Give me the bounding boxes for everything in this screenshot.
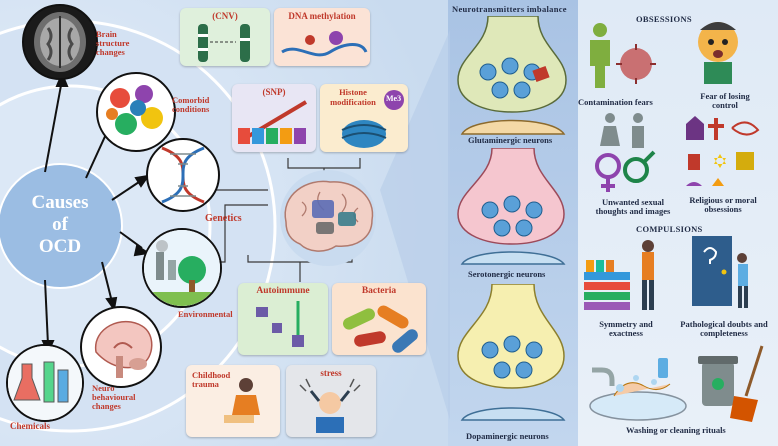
glutamatergic-synapse (457, 16, 567, 135)
symmetry-icon (584, 240, 654, 310)
dopaminergic-synapse (457, 284, 566, 421)
brain-scan-image (34, 12, 86, 72)
fear-face-icon (698, 22, 738, 84)
histone-card: Histone modification Me3 (320, 84, 408, 152)
comorbid-circle (96, 72, 176, 152)
religious-symbols-icon (686, 116, 760, 186)
symmetry-label: Symmetry and exactness (599, 319, 653, 338)
doubts-label: Pathological doubts and completeness (680, 319, 768, 338)
stress-card: stress (286, 365, 376, 437)
histone-icon (341, 90, 404, 148)
brain-structure-label: Brain structure changes (96, 29, 130, 57)
autoimmune-title: Autoimmune (256, 286, 310, 296)
center-title: Causes of OCD (10, 192, 110, 258)
serotonergic-label: Serotonergic neurons (468, 269, 546, 279)
environment-image (144, 230, 220, 306)
obsessions-header: OBSESSIONS (636, 14, 692, 24)
environmental-circle (142, 228, 222, 308)
dopaminergic-label: Dopaminergic neurons (466, 431, 549, 441)
center-title-line3: OCD (38, 236, 82, 257)
spotlight-wedge (380, 30, 450, 420)
contamination-label: Contamination fears (578, 97, 653, 107)
dna-methylation-title: DNA methylation (288, 11, 356, 21)
childhood-trauma-card: Childhood trauma (186, 365, 280, 437)
histone-title: Histone modification (330, 87, 376, 107)
flask-icon (8, 346, 82, 420)
genetics-label: Genetics (205, 213, 242, 224)
chemicals-label: Chemicals (10, 421, 50, 431)
comorbid-label: Comorbid conditions (172, 95, 210, 114)
brain-scan-circle (22, 4, 98, 80)
immune-cell-icon (256, 301, 304, 347)
chromosome-icon (198, 24, 250, 62)
brain-sagittal-image (95, 320, 153, 378)
center-title-line2: of (52, 214, 68, 235)
dna-methylation-card: DNA methylation (274, 8, 370, 66)
childhood-trauma-title: Childhood trauma (192, 370, 231, 389)
dna-icon (161, 146, 205, 204)
center-title-line1: Causes (31, 192, 89, 213)
neuro-circle (80, 306, 162, 388)
snp-card: (SNP) (232, 84, 316, 152)
religious-label: Religious or moral obsessions (689, 195, 757, 214)
sexual-thoughts-label: Unwanted sexual thoughts and images (595, 197, 671, 216)
methylation-icon (281, 31, 368, 57)
brain-icon (280, 170, 376, 266)
gender-symbols-icon (595, 113, 656, 192)
serotonergic-synapse (457, 148, 566, 265)
environmental-label: Environmental (178, 309, 233, 319)
stressed-person-icon (299, 378, 361, 433)
chemicals-circle (6, 344, 84, 422)
neurotransmitters-header: Neurotransmitters imbalance (452, 4, 567, 14)
bacteria-card: Bacteria (332, 283, 426, 355)
control-label: Fear of losing control (700, 91, 750, 110)
autoimmune-card: Autoimmune (238, 283, 328, 355)
compulsions-header: COMPULSIONS (636, 224, 703, 234)
doubts-door-icon (692, 236, 748, 308)
stress-title: stress (320, 368, 342, 378)
bacteria-title: Bacteria (361, 286, 397, 296)
cnv-card: (CNV) (180, 8, 270, 66)
child-figure-icon (224, 378, 260, 423)
me3-badge: Me3 (386, 94, 402, 103)
genetics-circle (146, 138, 220, 212)
comorbid-image (106, 85, 163, 135)
washing-icon (589, 345, 764, 422)
center-circle (0, 163, 123, 289)
bacteria-icon (343, 305, 418, 353)
glutamatergic-label: Glutaminergic neurons (468, 135, 553, 145)
contamination-icon (590, 23, 656, 88)
washing-label: Washing or cleaning rituals (626, 425, 726, 435)
snp-title: (SNP) (262, 87, 286, 97)
cnv-title: (CNV) (212, 11, 238, 21)
snp-sequence-icon (238, 100, 308, 144)
neuro-behavioural-label: Neuro behavioural changes (92, 383, 136, 411)
